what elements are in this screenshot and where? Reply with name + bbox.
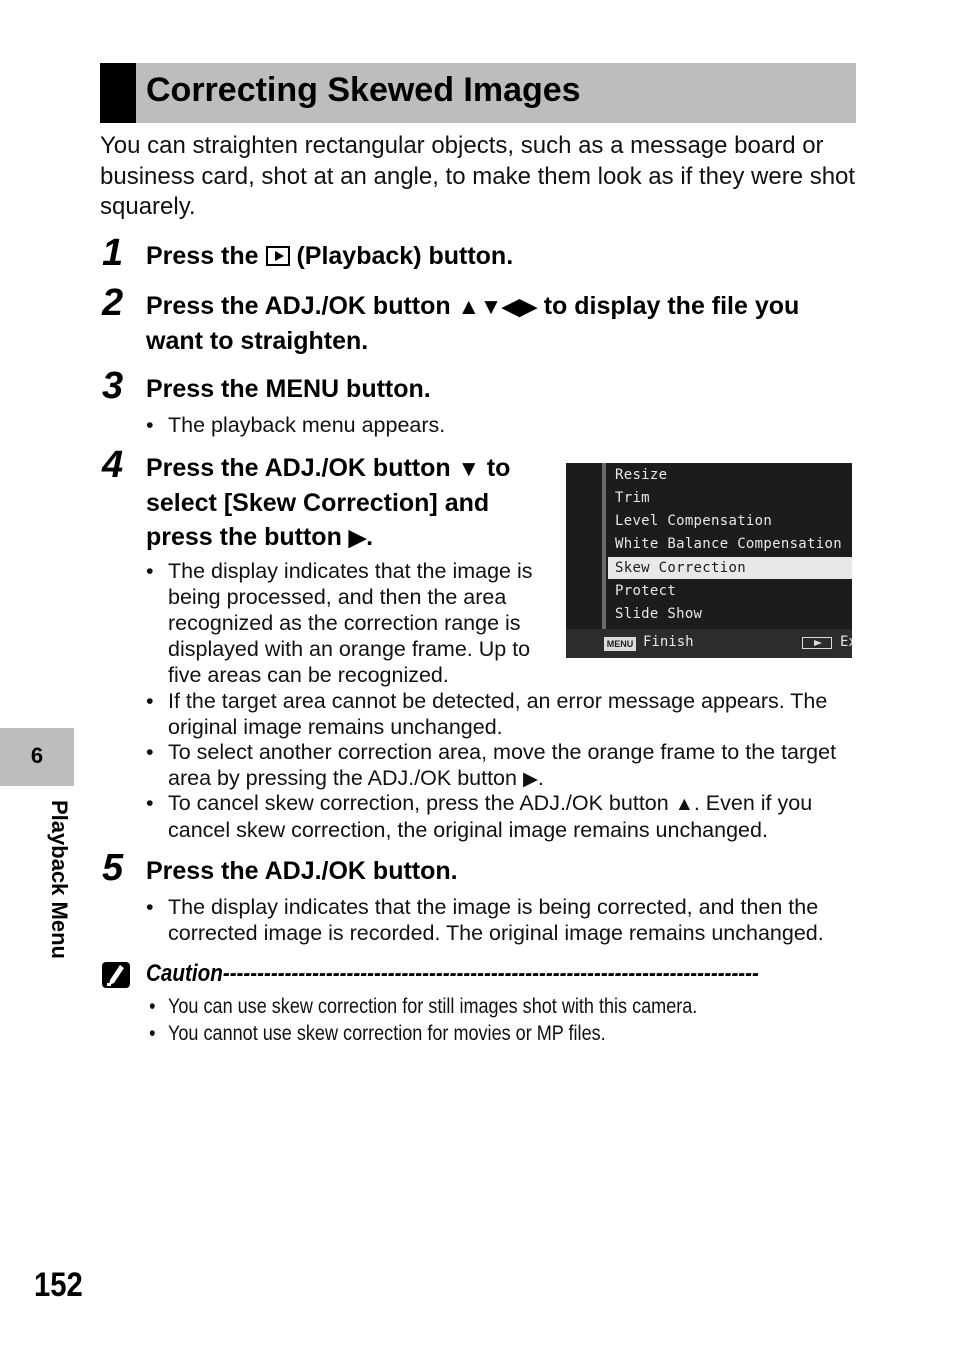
caution-icon [102,962,130,988]
step-5-bullet-line-2: corrected image is recorded. The origina… [168,921,824,945]
caution-item-1-text: You can use skew correction for still im… [168,995,698,1018]
section-title-bar: Correcting Skewed Images [100,63,856,123]
menu-left-bar [602,463,606,629]
bullet-3-line-2-a: area by pressing the ADJ./OK button [168,766,523,790]
step-3-bullet: •The playback menu appears. [146,413,446,437]
step-2-line1-a: Press the ADJ./OK button [146,292,458,320]
menu-footer-right: Ex [840,634,852,650]
step-number-5: 5 [102,847,124,889]
step-4-bullet-2: • If the target area cannot be detected,… [146,689,828,739]
step-4-line3-b: . [366,523,374,551]
bullet-1-line-2: being processed, and then the area [168,585,507,609]
chapter-tab: 6 [0,728,74,786]
step-2-line2: want to straighten. [146,327,369,355]
step-4-line1-a: Press the ADJ./OK button [146,454,458,482]
page-title: Correcting Skewed Images [146,71,581,109]
bullet-1-line-5: five areas can be recognized. [168,663,449,687]
step-4-text: Press the ADJ./OK button ▼ to select [Sk… [146,451,510,555]
step-number-2: 2 [102,282,124,324]
menu-item-protect[interactable]: Protect [615,583,677,599]
step-5-bullet: • The display indicates that the image i… [146,895,824,945]
menu-item-trim[interactable]: Trim [615,490,650,506]
menu-item-white-balance[interactable]: White Balance Compensation [615,536,842,552]
up-arrow-icon: ▲ [674,793,694,815]
step-4-bullet-4: • To cancel skew correction, press the A… [146,791,813,842]
chapter-number: 6 [30,743,44,768]
bullet-2-line-1: If the target area cannot be detected, a… [168,689,828,713]
title-marker [100,63,136,123]
menu-item-resize[interactable]: Resize [615,467,668,483]
caution-item-2-text: You cannot use skew correction for movie… [168,1022,606,1045]
step-2-text: Press the ADJ./OK button ▲▼◀▶ to display… [146,289,799,358]
step-4-bullet-1: • The display indicates that the image i… [146,559,533,687]
step-1-text-b: (Playback) button. [289,242,514,270]
menu-footer-finish: Finish [643,634,694,650]
bullet-4-line-2: cancel skew correction, the original ima… [168,818,768,842]
step-1-text-a: Press the [146,242,266,270]
chapter-label-text: Playback Menu [47,800,72,959]
step-5-text: Press the ADJ./OK button. [146,857,458,885]
bullet-4-line-1-b: . Even if you [693,791,813,815]
step-2-line1-b: to display the file you [536,292,800,320]
step-4-line2: select [Skew Correction] and [146,489,490,517]
caution-item-1: •You can use skew correction for still i… [149,995,698,1018]
step-4-bullet-3: • To select another correction area, mov… [146,740,837,790]
step-number-4: 4 [102,444,124,486]
playback-icon [265,246,290,266]
menu-key-icon: MENU [604,637,636,651]
step-5-bullet-line-1: The display indicates that the image is … [168,895,819,919]
bullet-3-line-1: To select another correction area, move … [168,740,837,764]
caution-heading: Caution---------------------------------… [146,960,759,987]
step-3-text: Press the MENU button. [146,375,431,403]
intro-paragraph: You can straighten rectangular objects, … [100,132,856,220]
menu-item-slide-show[interactable]: Slide Show [615,606,703,622]
camera-menu-screenshot: Resize Trim Level Compensation White Bal… [566,463,852,658]
bullet-1-line-4: displayed with an orange frame. Up to [168,637,531,661]
menu-item-skew-correction[interactable]: Skew Correction [615,560,746,576]
page-number: 152 [34,1266,83,1304]
bullet-4-line-1-a: To cancel skew correction, press the ADJ… [168,791,675,815]
bullet-2-line-2: original image remains unchanged. [168,715,503,739]
bullet-1-line-1: The display indicates that the image is [168,559,533,583]
chapter-label: Playback Menu [44,800,72,990]
step-number-3: 3 [102,365,124,407]
playback-key-icon [802,637,832,649]
right-arrow-icon: ▶ [522,768,538,790]
menu-footer: MENU Finish Ex [566,629,852,658]
right-arrow-icon: ▶ [348,525,367,550]
bullet-1-line-3: recognized as the correction range is [168,611,521,635]
menu-selection-highlight [608,557,852,579]
step-1-text: Press the (Playback) button. [146,239,513,273]
down-arrow-icon: ▼ [457,456,480,481]
bullet-3-line-2-b: . [537,766,544,790]
menu-item-level-compensation[interactable]: Level Compensation [615,513,773,529]
step-3-bullet-text: The playback menu appears. [168,413,446,437]
step-4-line1-b: to [479,454,511,482]
step-number-1: 1 [102,232,124,274]
arrow-keys-icon: ▲▼◀▶ [457,294,537,319]
step-4-line3-a: press the button [146,523,349,551]
caution-item-2: •You cannot use skew correction for movi… [149,1022,606,1045]
